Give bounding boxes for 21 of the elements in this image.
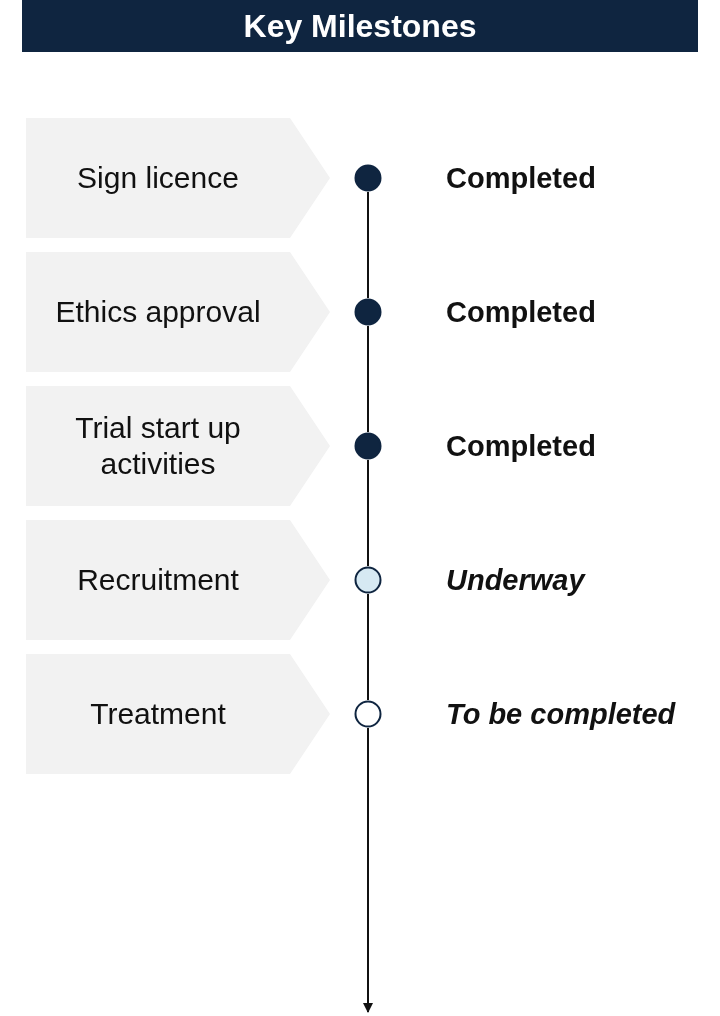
status-label: Underway xyxy=(446,563,587,598)
milestone-marker xyxy=(354,164,382,192)
title-banner: Key Milestones xyxy=(22,0,698,52)
milestone-marker xyxy=(354,566,382,594)
milestone-text: Treatment xyxy=(89,696,227,732)
milestone-text: Recruitment xyxy=(76,562,240,598)
connector-line xyxy=(367,191,369,299)
connector-line xyxy=(367,325,369,433)
milestone-text: Ethics approval xyxy=(54,294,262,330)
status-label: Completed xyxy=(446,161,597,196)
arrow xyxy=(363,727,373,1013)
status-label: Completed xyxy=(446,429,597,464)
connector-line xyxy=(367,593,369,701)
milestone-marker xyxy=(354,298,382,326)
milestone-marker xyxy=(354,700,382,728)
connector-line xyxy=(367,459,369,567)
status-label: Completed xyxy=(446,295,597,330)
milestone-text: Trial start up activities xyxy=(74,410,242,482)
milestone-marker xyxy=(354,432,382,460)
milestone-text: Sign licence xyxy=(76,160,240,196)
status-label: To be completed xyxy=(446,697,677,732)
